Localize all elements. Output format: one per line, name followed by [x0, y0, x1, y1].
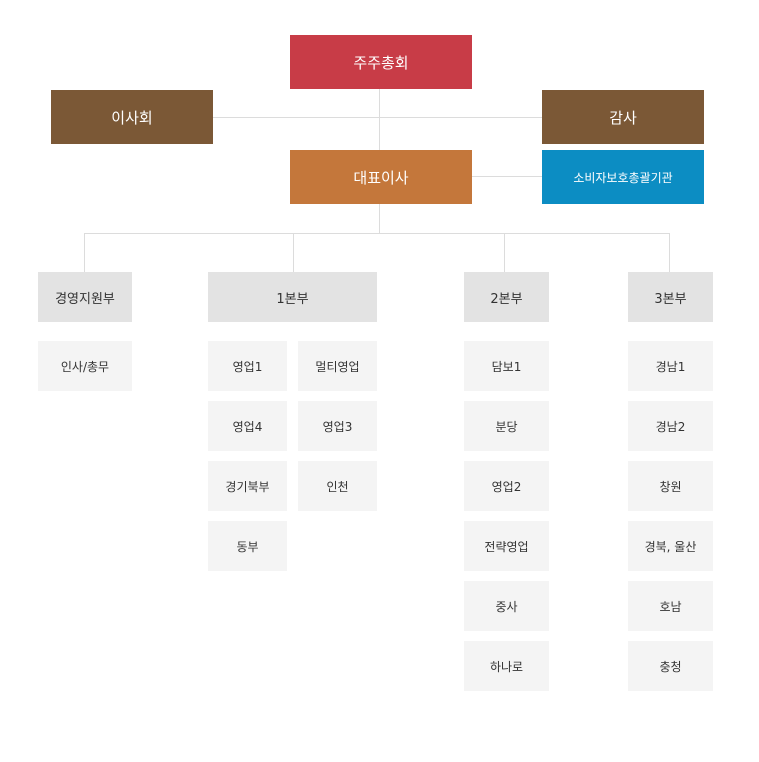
team-box: 창원 [628, 461, 713, 511]
connector-div2 [504, 233, 505, 272]
team-box: 담보1 [464, 341, 549, 391]
team-box: 멀티영업 [298, 341, 377, 391]
team-box: 경북, 울산 [628, 521, 713, 571]
team-box: 경남2 [628, 401, 713, 451]
consumer-protection-box: 소비자보호총괄기관 [542, 150, 704, 204]
division-2: 2본부 [464, 272, 549, 322]
team-box: 인사/총무 [38, 341, 132, 391]
team-box: 분당 [464, 401, 549, 451]
team-box: 전략영업 [464, 521, 549, 571]
audit-box: 감사 [542, 90, 704, 144]
team-box: 동부 [208, 521, 287, 571]
board-box: 이사회 [51, 90, 213, 144]
team-box: 경남1 [628, 341, 713, 391]
division-management: 경영지원부 [38, 272, 132, 322]
team-box: 영업1 [208, 341, 287, 391]
connector-shareholders-ceo [379, 89, 380, 150]
connector-management [84, 233, 85, 272]
division-3: 3본부 [628, 272, 713, 322]
team-box: 인천 [298, 461, 377, 511]
connector-ceo-down [379, 204, 380, 233]
team-box: 충청 [628, 641, 713, 691]
connector-horizontal [84, 233, 670, 234]
connector-div1 [293, 233, 294, 272]
connector-ceo-consumer [472, 176, 542, 177]
connector-board-audit [213, 117, 542, 118]
team-box: 중사 [464, 581, 549, 631]
team-box: 영업2 [464, 461, 549, 511]
team-box: 하나로 [464, 641, 549, 691]
ceo-box: 대표이사 [290, 150, 472, 204]
team-box: 영업4 [208, 401, 287, 451]
team-box: 호남 [628, 581, 713, 631]
shareholders-box: 주주총회 [290, 35, 472, 89]
connector-div3 [669, 233, 670, 272]
team-box: 영업3 [298, 401, 377, 451]
division-1: 1본부 [208, 272, 377, 322]
team-box: 경기북부 [208, 461, 287, 511]
